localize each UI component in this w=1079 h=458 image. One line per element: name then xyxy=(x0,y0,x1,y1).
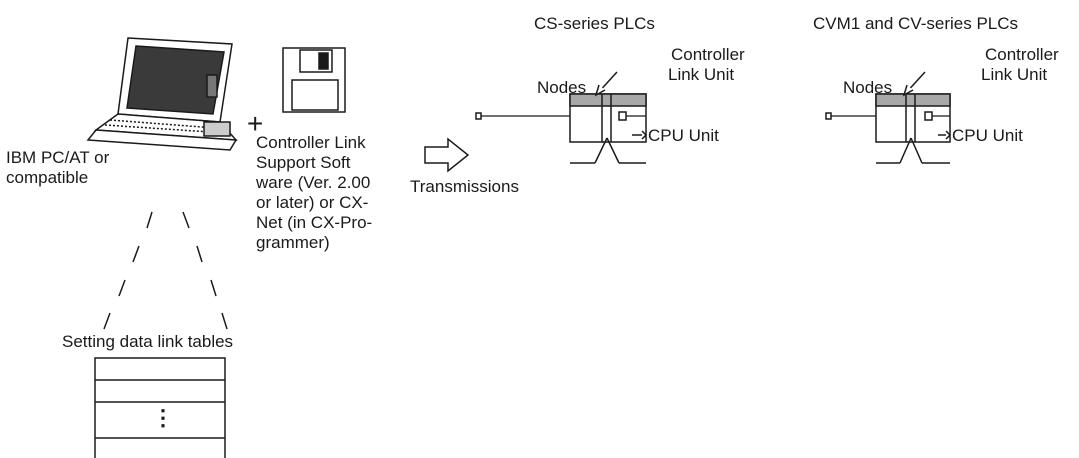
plus-sign: + xyxy=(247,108,264,139)
pc-label-line2: compatible xyxy=(6,168,89,187)
cv-series-title: CVM1 and CV-series PLCs xyxy=(813,14,1019,33)
cv-controller-link-label-line1: Controller xyxy=(985,45,1059,64)
software-label-line3: ware (Ver. 2.00 xyxy=(256,173,371,192)
cv-series-plc xyxy=(825,71,952,164)
cs-series-plc xyxy=(475,71,648,164)
software-label-line1: Controller Link xyxy=(256,133,366,152)
data-link-table xyxy=(94,357,226,458)
pc-label-line1: IBM PC/AT or xyxy=(6,148,110,167)
cs-controller-link-label-line1: Controller xyxy=(671,45,745,64)
software-label-line2: Support Soft xyxy=(256,153,351,172)
laptop-icon xyxy=(86,37,238,151)
cs-controller-link-label-line2: Link Unit xyxy=(668,65,735,84)
dashed-connection-lines xyxy=(103,211,228,330)
software-label-line4: or later) or CX- xyxy=(256,193,369,212)
table-ellipsis: ⋮ xyxy=(152,405,174,430)
cv-nodes-label: Nodes xyxy=(843,78,893,97)
cv-controller-link-label-line2: Link Unit xyxy=(981,65,1048,84)
software-label-line5: Net (in CX-Pro- xyxy=(256,213,373,232)
software-label-line6: grammer) xyxy=(256,233,330,252)
transmissions-label: Transmissions xyxy=(410,177,519,196)
cs-series-title: CS-series PLCs xyxy=(534,14,655,33)
transmission-arrow-icon xyxy=(424,137,470,173)
table-caption: Setting data link tables xyxy=(62,332,234,351)
cv-cpu-unit-label: CPU Unit xyxy=(952,126,1023,145)
cs-cpu-unit-label: CPU Unit xyxy=(648,126,719,145)
cs-nodes-label: Nodes xyxy=(537,78,587,97)
floppy-disk-icon xyxy=(282,47,346,113)
